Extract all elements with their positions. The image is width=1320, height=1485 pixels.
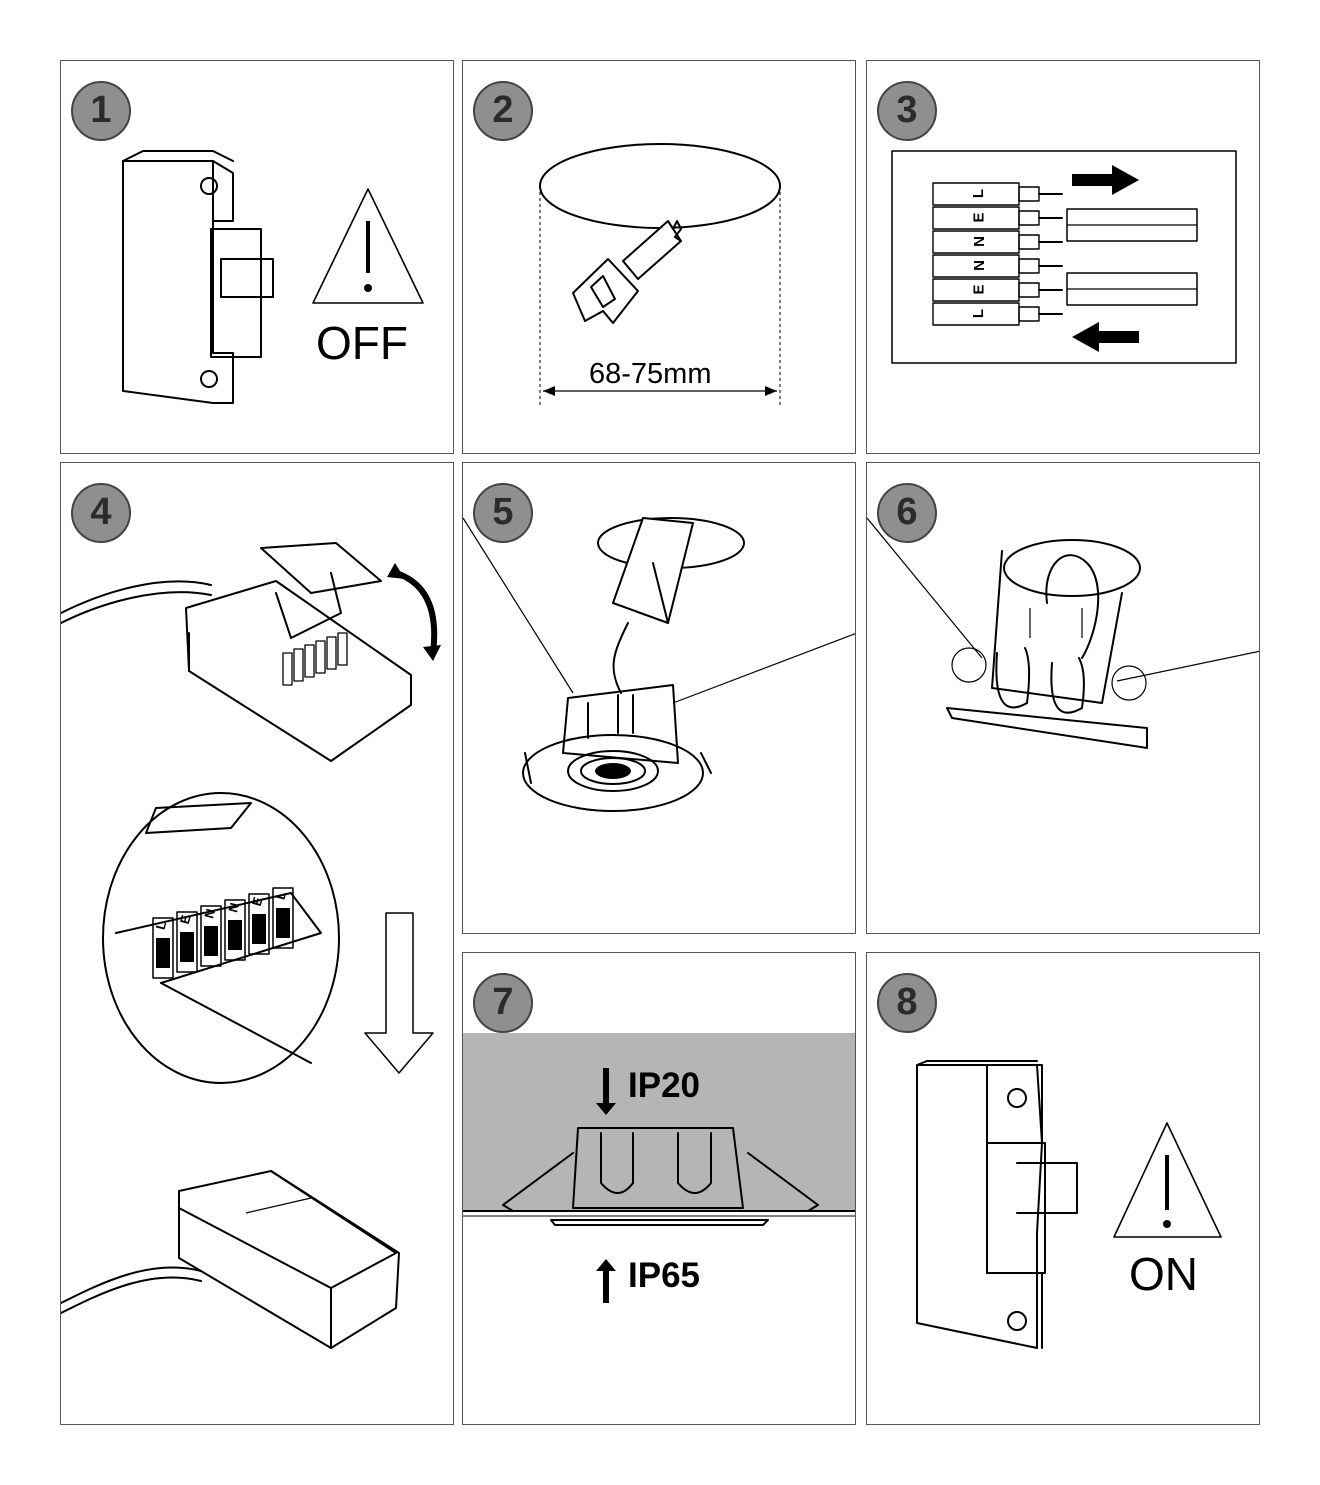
arrow-down-icon bbox=[364, 912, 434, 1074]
saw-icon bbox=[572, 220, 682, 324]
step-1-panel: 1 OFF bbox=[60, 60, 454, 454]
junction-box-diagram bbox=[61, 542, 441, 1349]
step-8-panel: 8 ON bbox=[866, 952, 1260, 1425]
spring-clip-diagram bbox=[867, 517, 1259, 749]
terminal-lever bbox=[204, 926, 218, 956]
ip20-label: IP20 bbox=[628, 1066, 700, 1105]
terminal-slot bbox=[248, 893, 270, 955]
circuit-breaker-icon bbox=[916, 1060, 1078, 1349]
off-label: OFF bbox=[316, 317, 408, 369]
terminal-clamp bbox=[1018, 306, 1040, 322]
terminal-lever bbox=[252, 914, 266, 944]
terminal-slot bbox=[152, 917, 174, 979]
terminal-letter: E bbox=[970, 284, 988, 295]
terminal-slot bbox=[200, 905, 222, 967]
downlight-connection-diagram bbox=[463, 517, 855, 812]
step-number-badge: 6 bbox=[877, 483, 937, 543]
terminal-slot bbox=[293, 648, 304, 682]
arrow-right-icon bbox=[1072, 165, 1139, 195]
terminal-letter: N bbox=[970, 236, 988, 247]
step-2-panel: 2 68-75mm bbox=[462, 60, 856, 454]
terminal-slot bbox=[326, 636, 337, 670]
arrow-up-icon bbox=[596, 1259, 616, 1303]
step-number-badge: 4 bbox=[71, 483, 131, 543]
terminal-slot bbox=[315, 640, 326, 674]
terminal-letter: L bbox=[970, 308, 988, 319]
terminal-lever bbox=[156, 938, 170, 968]
ip-rating-diagram bbox=[463, 1068, 855, 1303]
circuit-breaker-icon bbox=[122, 150, 274, 404]
on-label: ON bbox=[1129, 1248, 1198, 1300]
step-3-panel: 3 L E N N E L bbox=[866, 60, 1260, 454]
step-number-badge: 2 bbox=[473, 81, 533, 141]
terminal-clamp bbox=[1018, 186, 1040, 202]
terminal-lever bbox=[180, 932, 194, 962]
step-number-badge: 5 bbox=[473, 483, 533, 543]
terminal-lever bbox=[228, 920, 242, 950]
terminal-slot bbox=[282, 652, 293, 686]
terminal-wiring-diagram bbox=[891, 150, 1237, 364]
ceiling-void-shade bbox=[463, 1033, 855, 1211]
terminal-letter: E bbox=[970, 212, 988, 223]
step-7-panel: 7 IP20 IP65 bbox=[462, 952, 856, 1425]
terminal-slot bbox=[176, 911, 198, 973]
step-number-badge: 3 bbox=[877, 81, 937, 141]
terminal-clamp bbox=[1018, 234, 1040, 250]
terminal-lever bbox=[276, 908, 290, 938]
terminal-clamp bbox=[1018, 210, 1040, 226]
terminal-letter: N bbox=[970, 260, 988, 271]
ip65-label: IP65 bbox=[628, 1256, 700, 1295]
terminal-slot bbox=[304, 644, 315, 678]
terminal-slot bbox=[337, 632, 348, 666]
cut-hole-diagram bbox=[539, 143, 781, 406]
step-6-panel: 6 bbox=[866, 462, 1260, 934]
terminal-clamp bbox=[1018, 282, 1040, 298]
terminal-slot bbox=[272, 887, 294, 949]
terminal-clamp bbox=[1018, 258, 1040, 274]
step-number-badge: 7 bbox=[473, 973, 533, 1033]
arrow-down-icon bbox=[596, 1068, 616, 1115]
terminal-slot bbox=[224, 899, 246, 961]
arrow-left-icon bbox=[1072, 322, 1139, 352]
warning-icon bbox=[1113, 1122, 1222, 1238]
step-5-panel: 5 bbox=[462, 462, 856, 934]
step-number-badge: 8 bbox=[877, 973, 937, 1033]
terminal-letter: L bbox=[970, 188, 988, 199]
warning-icon bbox=[312, 188, 424, 304]
hole-dimension-label: 68-75mm bbox=[589, 358, 712, 390]
step-number-badge: 1 bbox=[71, 81, 131, 141]
